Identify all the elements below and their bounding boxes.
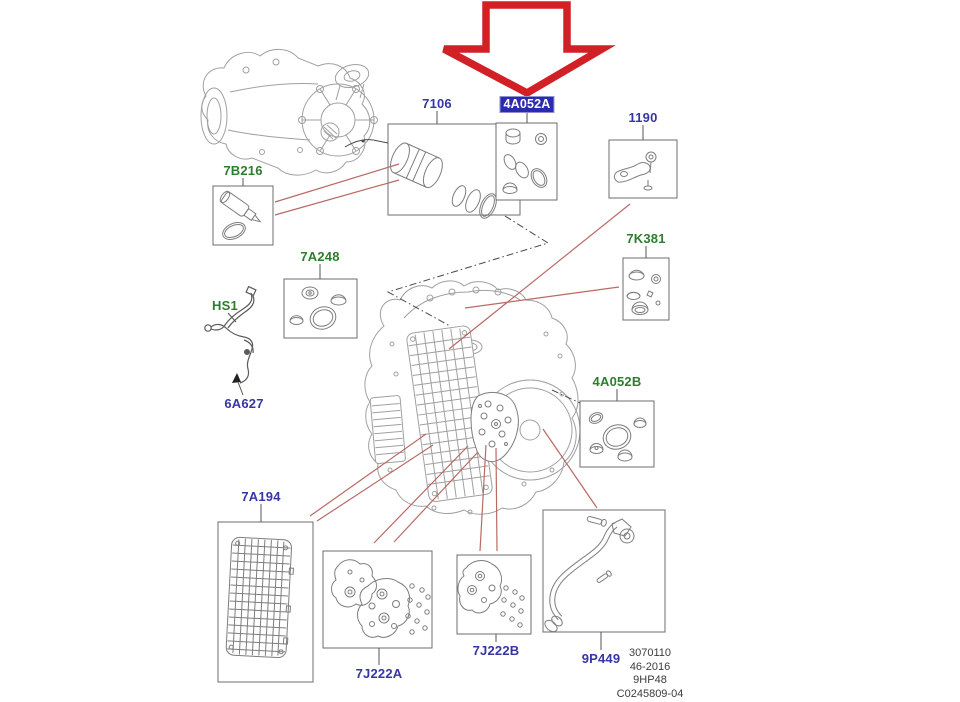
part-label-4a052a-highlighted[interactable]: 4A052A: [499, 96, 555, 113]
part-label-7106[interactable]: 7106: [422, 96, 452, 111]
part-label-7j222a[interactable]: 7J222A: [355, 666, 403, 681]
part-7a248-drawing: [289, 286, 347, 330]
part-label-6a627[interactable]: 6A627: [224, 396, 264, 411]
valve-body-on-case: [470, 392, 519, 463]
part-label-7b216[interactable]: 7B216: [223, 163, 263, 178]
part-4a052b-drawing: [588, 412, 647, 462]
footer-code-4: C0245809-04: [616, 687, 684, 700]
part-box-7j222b: [456, 554, 532, 635]
part-7106-drawing: [390, 142, 497, 219]
part-label-7j222b[interactable]: 7J222B: [472, 643, 520, 658]
part-label-7a248[interactable]: 7A248: [300, 249, 340, 264]
part-label-7a194[interactable]: 7A194: [241, 489, 281, 504]
dash-connector-lines: [386, 215, 581, 404]
part-7a194-drawing: [225, 536, 294, 659]
part-4a052a-drawing: [502, 128, 548, 194]
part-label-9p449[interactable]: 9P449: [581, 651, 621, 666]
part-label-1190[interactable]: 1190: [628, 110, 658, 125]
part-1190-drawing: [613, 151, 657, 191]
gearbox-top-drawing: [200, 49, 378, 176]
footer-code-2: 46-2016: [629, 660, 671, 673]
part-box-7a248: [283, 278, 358, 339]
transmission-main-drawing: [364, 280, 581, 515]
part-box-1190: [608, 139, 678, 199]
part-label-hs1[interactable]: HS1: [212, 298, 238, 313]
part-box-4a052b: [579, 400, 655, 468]
part-box-7a194: [217, 521, 314, 683]
harness-drawing: [204, 285, 257, 384]
part-box-4a052a: [495, 122, 558, 201]
red-highlight-arrow-icon: [442, 1, 616, 98]
pointer-curve: [344, 139, 389, 148]
part-7k381-drawing: [626, 269, 661, 315]
part-7j222b-drawing: [457, 560, 525, 628]
oil-cooler-small: [369, 395, 406, 464]
part-label-7k381[interactable]: 7K381: [626, 231, 666, 246]
part-7b216-drawing: [219, 190, 262, 240]
part-7j222a-drawing: [331, 559, 431, 638]
footer-code-1: 3070110: [628, 647, 671, 659]
part-label-4a052b[interactable]: 4A052B: [592, 374, 642, 389]
mesh-panel: [406, 325, 493, 502]
footer-code-3: 9HP48: [633, 674, 667, 686]
part-box-7j222a: [322, 550, 433, 649]
part-box-7k381: [622, 257, 670, 321]
part-box-9p449: [542, 509, 666, 633]
red-connector-lines: [274, 163, 631, 552]
label-leader-lines: [227, 111, 647, 665]
catalog-footnote: 3070110 46-2016 9HP48 C0245809-04: [598, 647, 702, 701]
part-9p449-drawing: [544, 516, 635, 633]
